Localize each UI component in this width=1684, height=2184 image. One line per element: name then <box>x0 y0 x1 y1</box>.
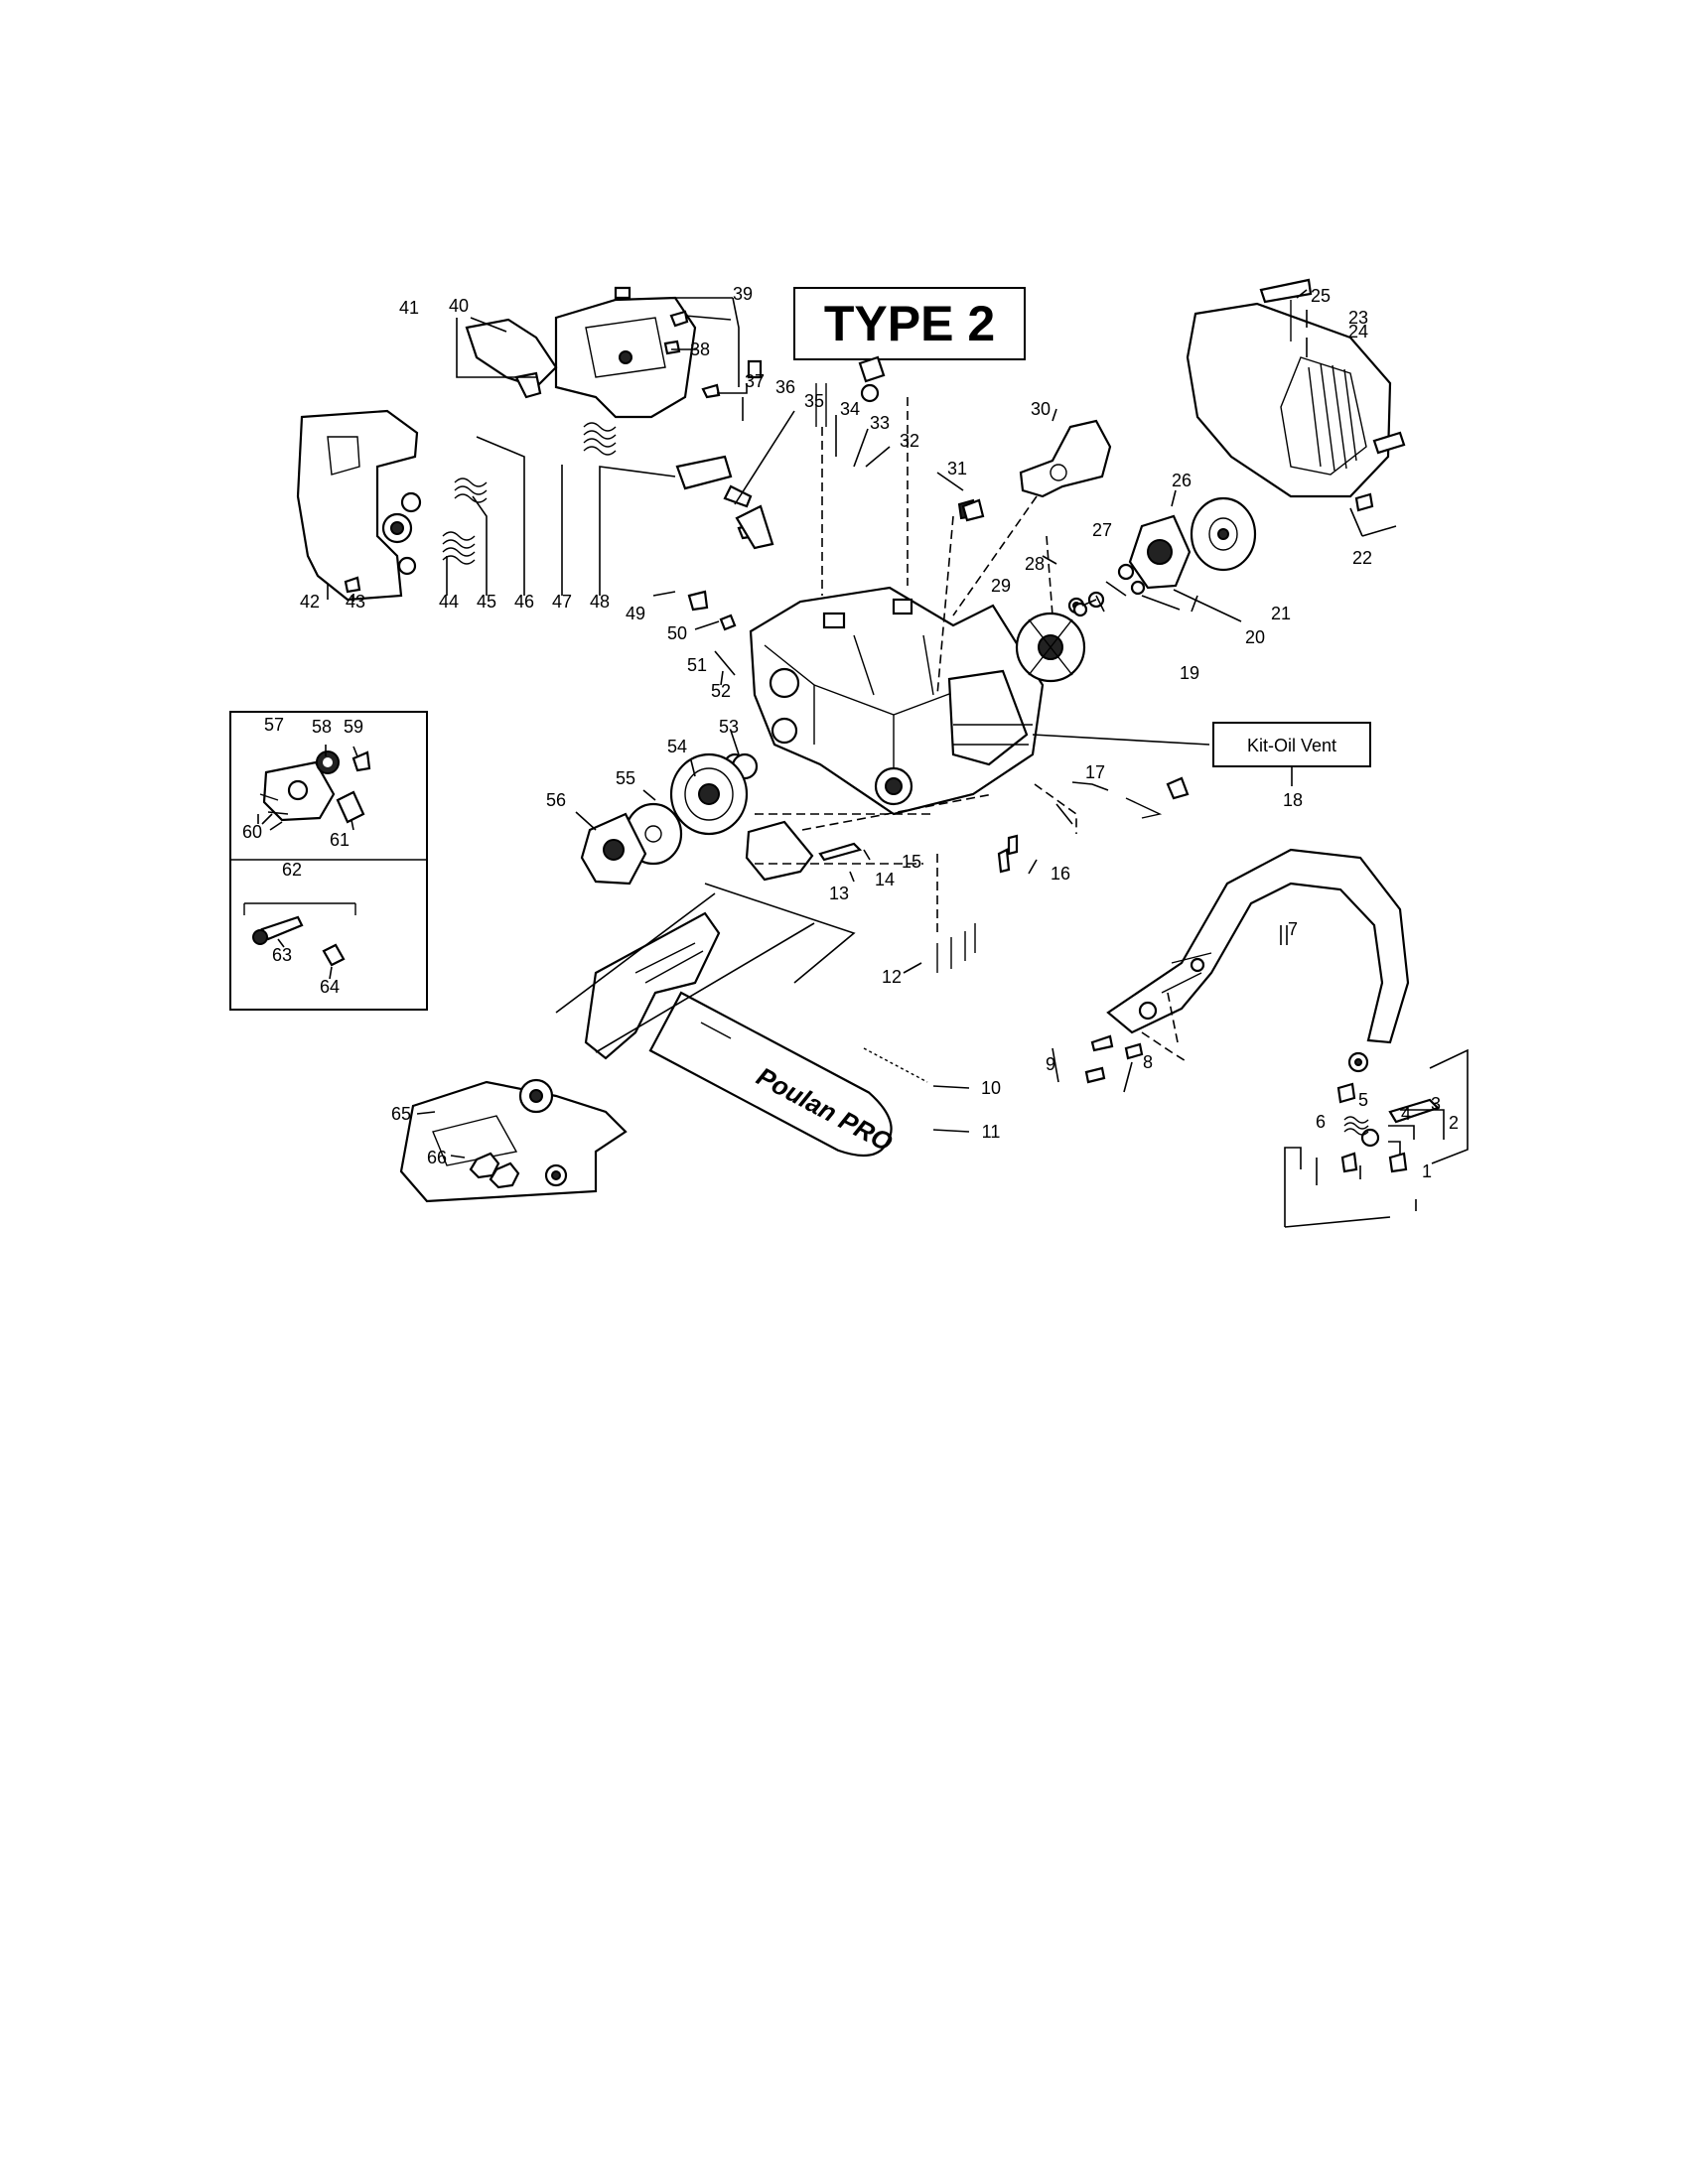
rear-handle-part <box>296 409 422 602</box>
callout-17: 17 <box>1085 762 1105 782</box>
callout-41: 41 <box>399 298 419 318</box>
callout-38: 38 <box>690 340 710 359</box>
callout-48: 48 <box>590 592 610 612</box>
clutch-parts <box>580 752 759 886</box>
kit-oil-vent-box: Kit-Oil Vent <box>1212 722 1371 786</box>
callout-30: 30 <box>1031 399 1051 419</box>
callout-2: 2 <box>1449 1113 1459 1133</box>
callout-52: 52 <box>711 681 731 701</box>
callout-43: 43 <box>346 592 365 612</box>
flywheel-parts <box>1015 496 1257 683</box>
callout-25: 25 <box>1311 286 1331 306</box>
callout-59: 59 <box>344 717 363 737</box>
callout-16: 16 <box>1051 864 1070 884</box>
callout-51: 51 <box>687 655 707 675</box>
callout-42: 42 <box>300 592 320 612</box>
callout-46: 46 <box>514 592 534 612</box>
callout-8: 8 <box>1143 1052 1153 1072</box>
callout-28: 28 <box>1025 554 1045 574</box>
callout-11: 11 <box>982 1122 1001 1142</box>
construction-lines <box>555 397 1288 1063</box>
callout-12: 12 <box>882 967 902 987</box>
callout-40: 40 <box>449 296 469 316</box>
inset-oil-pump-box <box>229 711 428 1011</box>
callout-6: 6 <box>1316 1112 1326 1132</box>
type-title-box: TYPE 2 <box>793 287 1026 360</box>
callout-20: 20 <box>1245 627 1265 647</box>
guide-bar-part: Poulan PRO <box>648 991 928 1158</box>
callout-9: 9 <box>1046 1054 1055 1074</box>
callout-58: 58 <box>312 717 332 737</box>
callout-49: 49 <box>626 604 645 623</box>
callout-57: 57 <box>264 715 284 735</box>
callout-53: 53 <box>719 717 739 737</box>
callout-26: 26 <box>1172 471 1192 490</box>
springs <box>442 422 617 565</box>
callout-50: 50 <box>667 623 687 643</box>
callout-24: 24 <box>1348 322 1368 341</box>
callout-62: 62 <box>282 860 302 880</box>
callout-34: 34 <box>840 399 860 419</box>
callout-22: 22 <box>1352 548 1372 568</box>
nuts-part <box>469 1152 520 1189</box>
callout-4: 4 <box>1401 1104 1411 1124</box>
callout-21: 21 <box>1271 604 1291 623</box>
kit-oil-vent-label: Kit-Oil Vent <box>1247 736 1336 755</box>
callout-55: 55 <box>616 768 635 788</box>
callout-54: 54 <box>667 737 687 756</box>
callout-7: 7 <box>1288 919 1298 939</box>
callout-29: 29 <box>991 576 1011 596</box>
callout-19: 19 <box>1180 663 1199 683</box>
callout-15: 15 <box>902 852 921 872</box>
callout-64: 64 <box>320 977 340 997</box>
callout-31: 31 <box>947 459 967 478</box>
callout-labels: 1 2 3 4 5 6 7 8 9 10 11 12 13 14 15 16 1… <box>242 284 1459 1181</box>
handle-frame-part <box>465 296 697 419</box>
leader-lines <box>257 289 1469 1228</box>
callout-63: 63 <box>272 945 292 965</box>
callout-60: 60 <box>242 822 262 842</box>
callout-10: 10 <box>981 1078 1001 1098</box>
callout-66: 66 <box>427 1148 447 1167</box>
callout-1: 1 <box>1422 1161 1432 1181</box>
starter-housing-part <box>1186 278 1406 512</box>
callout-5: 5 <box>1358 1090 1368 1110</box>
callout-14: 14 <box>875 870 895 889</box>
callout-35: 35 <box>804 391 824 411</box>
callout-36: 36 <box>775 377 795 397</box>
callout-45: 45 <box>477 592 496 612</box>
callout-39: 39 <box>733 284 753 304</box>
handle-mount-part <box>1343 1051 1441 1136</box>
callout-33: 33 <box>870 413 890 433</box>
plate-part <box>745 820 814 882</box>
callout-13: 13 <box>829 884 849 903</box>
callout-65: 65 <box>391 1104 411 1124</box>
callout-37: 37 <box>745 371 765 391</box>
callout-3: 3 <box>1431 1094 1441 1114</box>
callout-18: 18 <box>1283 790 1303 810</box>
type-title: TYPE 2 <box>824 296 995 351</box>
bar-cover-part <box>399 911 721 1203</box>
callout-56: 56 <box>546 790 566 810</box>
callout-44: 44 <box>439 592 459 612</box>
front-handle-part <box>1106 848 1410 1044</box>
callout-23: 23 <box>1348 308 1368 328</box>
callout-27: 27 <box>1092 520 1112 540</box>
callout-32: 32 <box>900 431 919 451</box>
callout-47: 47 <box>552 592 572 612</box>
crankcase-part <box>749 586 1045 816</box>
callout-61: 61 <box>330 830 350 850</box>
bracket-part <box>961 419 1112 522</box>
